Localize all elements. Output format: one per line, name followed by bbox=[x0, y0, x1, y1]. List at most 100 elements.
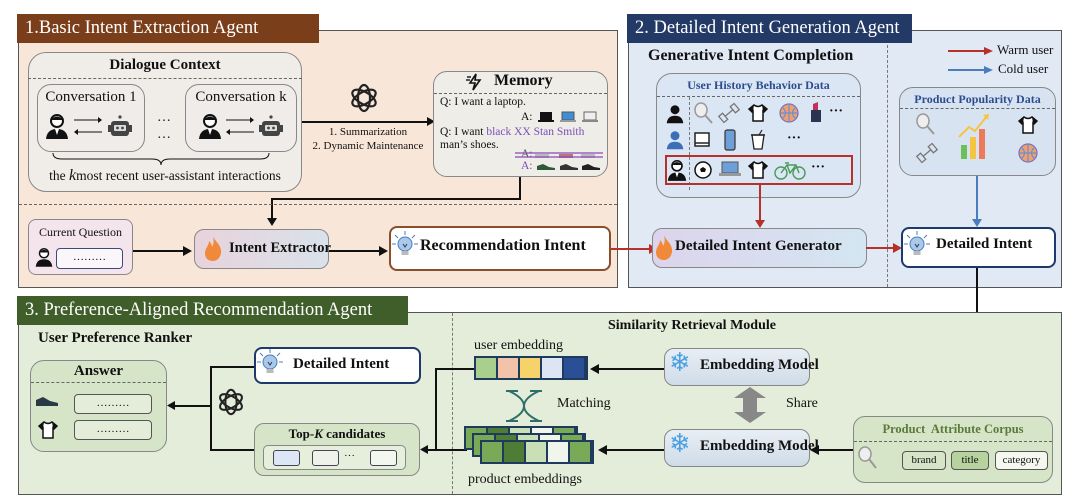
product-embedding-cell bbox=[570, 442, 590, 462]
arrow-head bbox=[267, 218, 277, 226]
corpus-chip-brand[interactable]: brand bbox=[902, 451, 946, 470]
corpus-title: Product Attribute Corpus bbox=[882, 422, 1024, 436]
tshirt-icon bbox=[747, 104, 769, 122]
tshirt-icon bbox=[37, 421, 59, 439]
product-embedding-cell bbox=[526, 442, 546, 462]
more-ellipsis: ··· bbox=[811, 160, 826, 175]
answer-title: Answer bbox=[73, 363, 124, 379]
panel3-title: 3. Preference-Aligned Recommendation Age… bbox=[17, 296, 408, 325]
memory-q2: Q: I want black XX Stan Smith man’s shoe… bbox=[440, 126, 584, 152]
lightbulb-icon bbox=[392, 231, 418, 255]
ellipsis: … bbox=[157, 110, 171, 125]
tshirt-icon bbox=[1017, 116, 1039, 134]
connector-line bbox=[435, 368, 474, 370]
user-icon bbox=[35, 248, 53, 267]
product-embedding-vector bbox=[480, 440, 594, 464]
conversation-k-box bbox=[185, 84, 297, 152]
warm-user-arrow bbox=[759, 185, 761, 223]
connector-line bbox=[133, 250, 183, 252]
memory-box bbox=[433, 71, 608, 177]
divider bbox=[28, 78, 302, 79]
user-embedding-cell bbox=[564, 358, 584, 378]
legend-warm-arrow bbox=[984, 47, 993, 55]
product-embedding-cell bbox=[482, 442, 502, 462]
top-k-title: Top-K candidates bbox=[254, 426, 420, 442]
connector-line bbox=[519, 177, 521, 199]
laptop-icon bbox=[582, 111, 598, 122]
answer-item[interactable]: ……… bbox=[74, 420, 152, 440]
product-attribute-corpus-box bbox=[853, 416, 1053, 483]
connector-line bbox=[598, 368, 664, 370]
lightbulb-icon bbox=[904, 231, 930, 255]
legend-warm-label: Warm user bbox=[997, 42, 1054, 57]
share-label: Share bbox=[786, 396, 818, 411]
fire-icon bbox=[205, 236, 222, 261]
embedding-model-label: Embedding Model bbox=[700, 357, 819, 373]
openai-logo-icon bbox=[351, 83, 377, 113]
product-embedding-cell bbox=[548, 442, 568, 462]
intent-extractor-label: Intent Extractor bbox=[229, 240, 331, 256]
bicycle-icon bbox=[774, 162, 806, 180]
product-popularity-title: Product Popularity Data bbox=[914, 92, 1041, 106]
detailed-intent-box bbox=[901, 227, 1056, 268]
candidate-ellipsis: ··· bbox=[344, 450, 355, 462]
product-embeddings-label: product embeddings bbox=[468, 472, 582, 487]
divider bbox=[854, 441, 1052, 442]
panel3-divider bbox=[452, 313, 453, 494]
user-preference-ranker-title: User Preference Ranker bbox=[38, 330, 193, 346]
candidate-slot[interactable] bbox=[312, 450, 339, 466]
conversation-1-label: Conversation 1 bbox=[45, 89, 137, 105]
q2-highlight: black XX Stan Smith bbox=[486, 126, 585, 138]
warm-flow-line bbox=[611, 248, 650, 250]
user-icon bbox=[199, 114, 221, 139]
dumbbell-icon bbox=[915, 142, 939, 164]
warm-user-history-highlight bbox=[665, 155, 853, 185]
more-ellipsis: ··· bbox=[787, 131, 802, 146]
tshirt-icon bbox=[747, 161, 769, 179]
snowflake-icon: ❄ bbox=[669, 348, 691, 378]
caption-pre: the bbox=[49, 168, 69, 183]
embedding-model-box bbox=[664, 429, 810, 467]
basketball-icon bbox=[1018, 143, 1038, 163]
old-shoes-strikethrough bbox=[515, 152, 603, 158]
fire-icon bbox=[656, 235, 673, 260]
arrow-right-icon bbox=[74, 117, 102, 123]
legend-cold-line bbox=[948, 69, 986, 71]
arrow-left-icon bbox=[226, 129, 254, 135]
product-embedding-cell bbox=[504, 442, 524, 462]
interactions-caption: the kmost recent user-assistant interact… bbox=[28, 167, 302, 185]
top-k-pre: Top- bbox=[288, 426, 315, 441]
arrow-head bbox=[183, 246, 192, 256]
question-input[interactable]: ……… bbox=[56, 248, 123, 269]
user-icon bbox=[666, 105, 684, 124]
candidate-slot[interactable] bbox=[273, 450, 300, 466]
answer-item[interactable]: ……… bbox=[74, 394, 152, 414]
arrow-head bbox=[590, 364, 599, 374]
user-embedding-label: user embedding bbox=[474, 338, 564, 353]
arrow-left-icon bbox=[74, 129, 102, 135]
tennis-racket-icon bbox=[694, 102, 713, 124]
laptop-icon bbox=[719, 161, 741, 176]
conversation-k-label: Conversation k bbox=[195, 89, 287, 105]
corpus-chip-title[interactable]: title bbox=[951, 451, 989, 470]
top-k-post: candidates bbox=[322, 426, 386, 441]
user-history-title: User History Behavior Data bbox=[687, 78, 830, 92]
candidate-slot[interactable] bbox=[370, 450, 397, 466]
laptop-icon bbox=[560, 111, 576, 122]
detailed-intent-generator-label: Detailed Intent Generator bbox=[675, 238, 842, 254]
recommendation-intent-label: Recommendation Intent bbox=[420, 237, 586, 254]
detailed-intent-label: Detailed Intent bbox=[936, 236, 1033, 252]
openai-logo-icon bbox=[219, 388, 243, 416]
connector-line bbox=[271, 198, 273, 220]
book-icon bbox=[694, 132, 710, 147]
q2-post: man’s shoes. bbox=[440, 139, 499, 151]
current-question-label: Current Question bbox=[39, 225, 122, 239]
dumbbell-icon bbox=[717, 102, 741, 124]
snowflake-icon: ❄ bbox=[669, 429, 691, 459]
memory-q1: Q: I want a laptop. bbox=[440, 96, 526, 108]
lipstick-icon bbox=[811, 102, 821, 122]
memory-a1-label: A: bbox=[521, 111, 533, 123]
share-double-arrow-icon bbox=[734, 387, 766, 423]
memory-a2-old-label: A: bbox=[521, 148, 533, 160]
corpus-chip-category[interactable]: category bbox=[995, 451, 1048, 470]
